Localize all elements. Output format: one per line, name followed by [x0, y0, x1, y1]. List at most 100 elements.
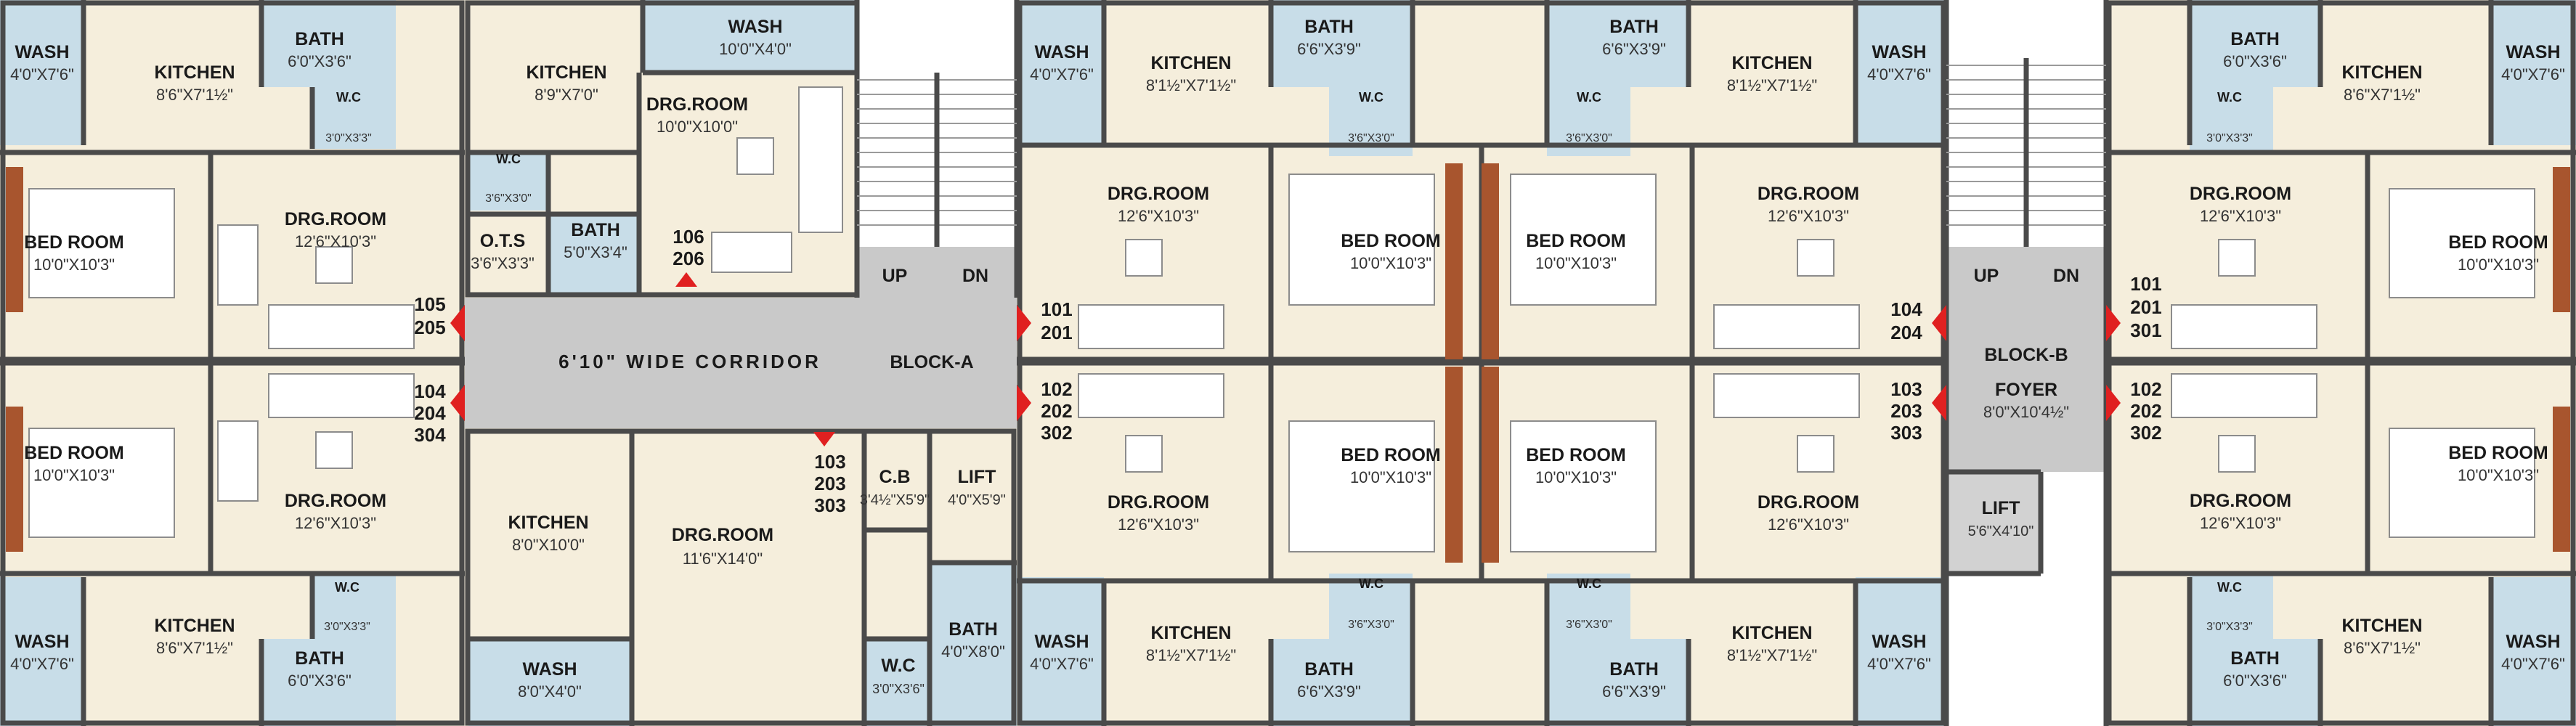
svg-text:101: 101 [2130, 273, 2161, 295]
room-label: BATH 6'0"X3'6" [2223, 29, 2287, 70]
svg-text:202: 202 [1041, 400, 1072, 422]
svg-text:6'6"X3'9": 6'6"X3'9" [1297, 682, 1361, 701]
svg-text:201: 201 [2130, 296, 2161, 318]
svg-text:BATH: BATH [2230, 29, 2280, 49]
svg-text:4'0"X7'6": 4'0"X7'6" [1030, 655, 1094, 673]
svg-text:BED ROOM: BED ROOM [1526, 445, 1626, 465]
svg-text:10'0"X4'0": 10'0"X4'0" [719, 40, 792, 58]
svg-text:KITCHEN: KITCHEN [526, 62, 606, 83]
svg-text:W.C: W.C [2217, 90, 2242, 105]
svg-text:103: 103 [814, 451, 845, 473]
room-label: W.C3'6"X3'0" [1348, 90, 1394, 144]
stair-dn-label: DN [2053, 266, 2079, 286]
svg-text:303: 303 [814, 494, 845, 516]
room-label: KITCHEN 8'1½"X7'1½" [1727, 623, 1817, 664]
room-label: C.B 3'4½"X5'9" [860, 467, 930, 508]
room-label: W.C3'6"X3'0" [1348, 576, 1394, 631]
svg-text:4'0"X7'6": 4'0"X7'6" [1867, 65, 1931, 83]
svg-text:DRG.ROOM: DRG.ROOM [1108, 492, 1209, 513]
entrance-markers [450, 272, 2121, 446]
svg-text:W.C: W.C [881, 656, 915, 676]
svg-text:8'6"X7'1½": 8'6"X7'1½" [156, 86, 233, 104]
svg-text:DRG.ROOM: DRG.ROOM [1108, 184, 1209, 204]
svg-text:6'0"X3'6": 6'0"X3'6" [2223, 672, 2287, 690]
svg-text:304: 304 [414, 424, 446, 446]
room-label: WASH 4'0"X7'6" [1867, 42, 1931, 83]
svg-text:W.C: W.C [2217, 580, 2242, 595]
stair-up-label: UP [882, 266, 908, 286]
room-label: W.C3'0"X3'3" [325, 90, 372, 144]
svg-text:4'0"X7'6": 4'0"X7'6" [1030, 65, 1094, 83]
svg-text:WASH: WASH [2506, 42, 2561, 62]
svg-text:10'0"X10'3": 10'0"X10'3" [33, 466, 115, 484]
svg-text:10'0"X10'3": 10'0"X10'3" [2458, 256, 2539, 274]
svg-text:LIFT: LIFT [958, 467, 996, 487]
svg-text:8'9"X7'0": 8'9"X7'0" [535, 86, 598, 104]
svg-text:104: 104 [1890, 298, 1922, 320]
svg-text:205: 205 [414, 317, 445, 338]
svg-text:10'0"X10'3": 10'0"X10'3" [1535, 468, 1617, 486]
stair-dn-label: DN [962, 266, 988, 286]
block-a-label: BLOCK-A [890, 352, 973, 372]
svg-text:12'6"X10'3": 12'6"X10'3" [295, 232, 376, 250]
room-label: W.C 3'0"X3'6" [872, 656, 925, 696]
svg-text:102: 102 [2130, 378, 2161, 400]
room-label: DRG.ROOM 12'6"X10'3" [1108, 492, 1209, 534]
svg-text:3'0"X3'3": 3'0"X3'3" [324, 621, 370, 633]
svg-text:8'6"X7'1½": 8'6"X7'1½" [2344, 639, 2421, 657]
svg-text:10'0"X10'3": 10'0"X10'3" [1350, 468, 1431, 486]
svg-text:12'6"X10'3": 12'6"X10'3" [2200, 514, 2281, 532]
svg-text:W.C: W.C [335, 580, 359, 595]
svg-text:206: 206 [673, 248, 704, 269]
svg-text:12'6"X10'3": 12'6"X10'3" [1118, 207, 1199, 225]
furniture [28, 86, 2535, 552]
svg-text:12'6"X10'3": 12'6"X10'3" [2200, 207, 2281, 225]
svg-text:12'6"X10'3": 12'6"X10'3" [1118, 515, 1199, 534]
svg-text:204: 204 [414, 402, 446, 424]
room-label: W.C 3'0"X3'3" [2206, 90, 2253, 144]
svg-text:KITCHEN: KITCHEN [1731, 623, 1812, 643]
svg-text:WASH: WASH [728, 17, 783, 37]
svg-text:KITCHEN: KITCHEN [154, 616, 235, 636]
svg-text:3'4½"X5'9": 3'4½"X5'9" [860, 492, 930, 508]
svg-text:KITCHEN: KITCHEN [2341, 62, 2422, 83]
svg-text:BED ROOM: BED ROOM [24, 232, 124, 253]
svg-text:3'0"X3'6": 3'0"X3'6" [872, 682, 925, 696]
svg-text:8'1½"X7'1½": 8'1½"X7'1½" [1727, 646, 1817, 664]
svg-text:WASH: WASH [1872, 42, 1927, 62]
svg-text:12'6"X10'3": 12'6"X10'3" [1768, 515, 1849, 534]
svg-text:3'0"X3'3": 3'0"X3'3" [2206, 621, 2253, 633]
svg-text:6'6"X3'9": 6'6"X3'9" [1297, 40, 1361, 58]
svg-text:DRG.ROOM: DRG.ROOM [672, 525, 773, 545]
svg-text:4'0"X8'0": 4'0"X8'0" [941, 643, 1005, 661]
room-label: W.C 3'0"X3'3" [2206, 580, 2253, 633]
svg-text:BED ROOM: BED ROOM [2448, 443, 2548, 463]
room-label: W.C 3'0"X3'3" [324, 580, 370, 633]
svg-text:3'0"X3'3": 3'0"X3'3" [2206, 132, 2253, 144]
svg-text:6'0"X3'6": 6'0"X3'6" [2223, 52, 2287, 70]
room-label: O.T.S3'6"X3'3" [471, 231, 535, 272]
svg-text:KITCHEN: KITCHEN [154, 62, 235, 83]
svg-text:KITCHEN: KITCHEN [1731, 53, 1812, 73]
svg-text:202: 202 [2130, 400, 2161, 422]
svg-text:C.B: C.B [879, 467, 910, 487]
room-label: W.C3'6"X3'0" [485, 152, 532, 205]
